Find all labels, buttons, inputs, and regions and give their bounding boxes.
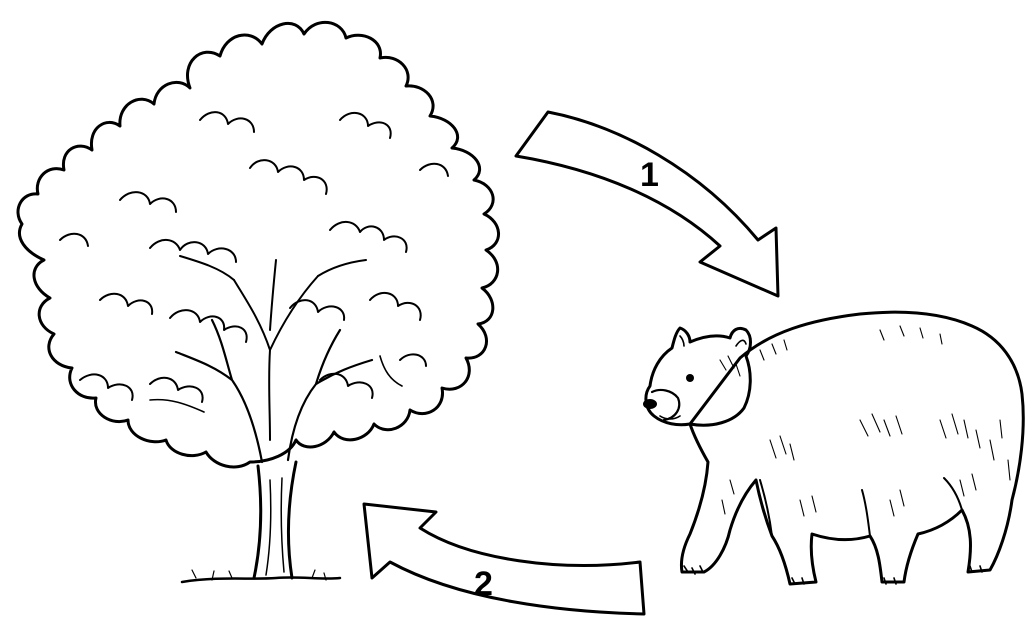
arrow-2-label: 2 — [474, 565, 493, 603]
bear-icon — [643, 310, 1025, 586]
arrow-1: 1 — [514, 110, 780, 298]
tree-icon — [16, 20, 500, 584]
arrow-1-label: 1 — [640, 156, 659, 194]
bear-eye — [686, 374, 694, 382]
bear-nose — [643, 399, 657, 409]
arrow-2: 2 — [362, 502, 646, 616]
